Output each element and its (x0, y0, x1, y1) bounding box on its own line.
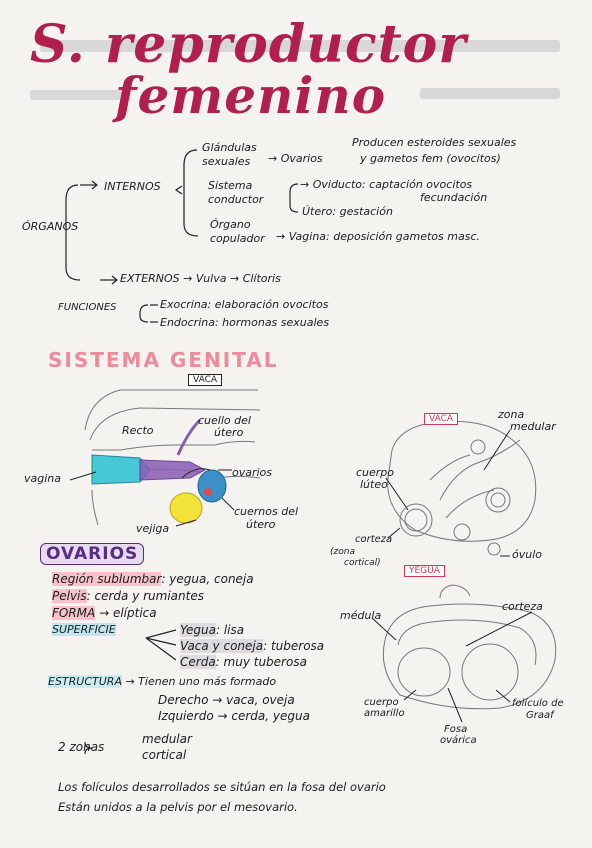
sup-vaca: Vaca y coneja (180, 639, 264, 653)
medula-label: médula (340, 609, 382, 622)
estructura-value: → Tienen uno más formado (125, 675, 277, 688)
cuernos-label-1: cuernos del (234, 505, 299, 518)
zona-cortical-2: cortical) (344, 558, 381, 568)
ovulo-label: óvulo (512, 548, 542, 561)
sup-yegua: Yegua (180, 623, 216, 637)
corteza-yegua: corteza (502, 600, 543, 613)
organo-label: Órgano (210, 218, 251, 231)
sistema-label-2: conductor (208, 193, 264, 206)
fosa-ovarica-2: ovárica (440, 735, 477, 746)
utero: Útero: gestación (302, 205, 393, 218)
title-highlight (420, 88, 560, 99)
recto-label: Recto (122, 424, 154, 437)
glandulas-arrow: → Ovarios (268, 152, 323, 165)
sup-vaca-value: : tuberosa (263, 639, 325, 653)
zona-medular-1: zona (498, 408, 525, 421)
pelvis-value: : cerda y rumiantes (86, 589, 204, 603)
vagina-desc: → Vagina: deposición gametos masc. (276, 230, 480, 243)
funciones-endocrina: Endocrina: hormonas sexuales (160, 316, 330, 329)
glandulas-desc-2: y gametos fem (ovocitos) (360, 152, 501, 165)
cuernos-label-2: útero (246, 518, 276, 531)
zona-cortical: cortical (142, 748, 187, 762)
cuello-label-1: cuello del (198, 414, 251, 427)
forma-label: FORMA (52, 606, 96, 620)
page-title-line1: S. reproductor (30, 14, 467, 75)
sistema-genital-heading: SISTEMA GENITAL (48, 348, 279, 372)
ovarios-heading: OVARIOS (40, 543, 145, 565)
fecundacion: fecundación (420, 191, 488, 204)
region-value: : yegua, coneja (161, 572, 254, 586)
glandulas-label-2: sexuales (202, 155, 251, 168)
vaca-tag-left: VACA (188, 374, 223, 386)
izquierdo: Izquierdo → cerda, yegua (158, 709, 310, 723)
fosa-ovarica-1: Fosa (444, 724, 468, 735)
sistema-label: Sistema (208, 179, 253, 192)
cuerpo-luteo-1: cuerpo (356, 466, 395, 479)
page-title-line2: femenino (115, 66, 387, 125)
forma-value: → elíptica (99, 606, 157, 620)
cuerpo-amarillo-2: amarillo (364, 708, 405, 719)
vejiga-label: vejiga (136, 522, 170, 535)
footnote-1: Los folículos desarrollados se sitúan en… (58, 780, 386, 794)
zona-medular: medular (142, 732, 192, 746)
sup-cerda-value: : muy tuberosa (215, 655, 307, 669)
cuerpo-amarillo-1: cuerpo (364, 697, 399, 708)
organo-label-2: copulador (210, 232, 265, 245)
zonas-label: 2 zonas (58, 740, 105, 754)
vaca-tag-right: VACA (424, 413, 459, 425)
cuello-label-2: útero (214, 426, 244, 439)
derecho: Derecho → vaca, oveja (158, 693, 295, 707)
funciones-exocrina: Exocrina: elaboración ovocitos (160, 298, 329, 311)
foliculo-graaf-1: folículo de (512, 698, 564, 709)
foliculo-graaf-2: Graaf (526, 710, 554, 721)
title-highlight (40, 40, 560, 52)
yegua-tag: YEGUA (404, 565, 445, 577)
glandulas-desc-1: Producen esteroides sexuales (352, 136, 517, 149)
sup-yegua-value: : lisa (215, 623, 245, 637)
organos-internos: INTERNOS (104, 180, 161, 193)
pelvis-label: Pelvis (52, 589, 87, 603)
ovarios-label: ovarios (232, 466, 273, 479)
vagina-label: vagina (24, 472, 62, 485)
organos-externos: EXTERNOS → Vulva → Clítoris (120, 272, 281, 285)
footnote-2: Están unidos a la pelvis por el mesovari… (58, 800, 298, 814)
region-label: Región sublumbar (52, 572, 162, 586)
title-highlight (30, 90, 130, 100)
corteza-vaca: corteza (355, 534, 393, 545)
estructura-label: ESTRUCTURA (48, 675, 122, 688)
funciones-label: FUNCIONES (58, 302, 117, 313)
oviducto: → Oviducto: captación ovocitos (300, 178, 473, 191)
cuerpo-luteo-2: lúteo (360, 478, 388, 491)
sup-cerda: Cerda (180, 655, 216, 669)
glandulas-label: Glándulas (202, 141, 257, 154)
zona-medular-2: medular (510, 420, 556, 433)
organos-root: ÓRGANOS (22, 220, 79, 233)
zona-cortical-1: (zona (330, 547, 355, 557)
superficie-label: SUPERFICIE (52, 623, 116, 636)
